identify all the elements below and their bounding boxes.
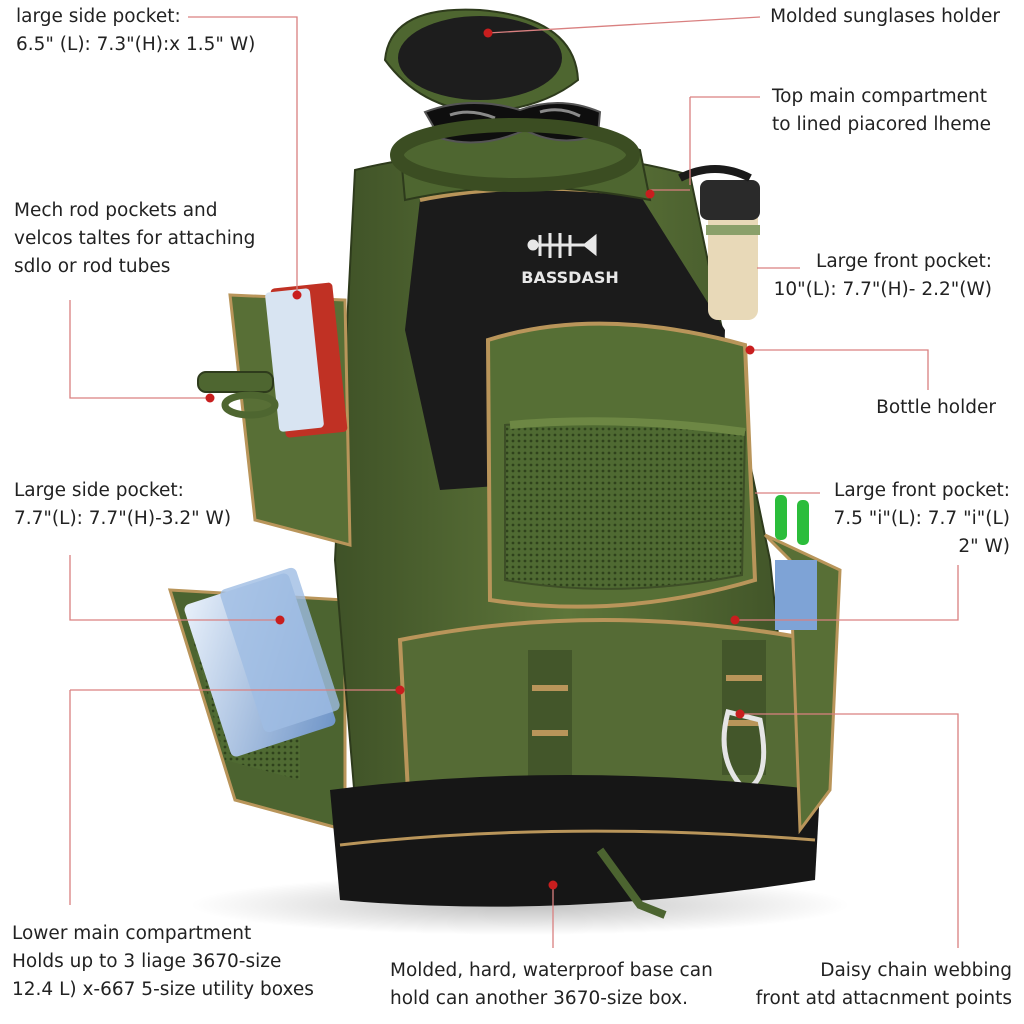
callout-line: 7.7"(L): 7.7"(H)-3.2" W): [14, 508, 232, 529]
brand-logo-text: BASSDASH: [521, 268, 618, 287]
callout-sunglasses-holder: Molded sunglases holder: [770, 3, 1000, 31]
callout-leaders: [69, 16, 959, 948]
callout-line: velcos taltes for attaching: [14, 228, 256, 249]
callout-line: 6.5" (L): 7.3"(H):x 1.5" W): [16, 34, 256, 55]
callout-line: Molded, hard, waterproof base can: [390, 960, 713, 981]
callout-line: 2" W): [958, 536, 1010, 557]
callout-line: Daisy chain webbing: [820, 960, 1012, 981]
fish-skeleton-icon: [527, 233, 597, 258]
callout-line: Lower main compartment: [12, 923, 252, 944]
callout-front-pocket-top: Large front pocket: 10"(L): 7.7"(H)- 2.2…: [774, 248, 992, 304]
callout-line: Top main compartment: [772, 86, 988, 107]
callout-line: front atd attacnment points: [755, 988, 1012, 1009]
callout-molded-base: Molded, hard, waterproof base can hold c…: [390, 957, 713, 1013]
right-side-pocket: [763, 495, 842, 835]
brand-logo: BASSDASH: [521, 233, 619, 287]
upper-front-pocket: [485, 321, 758, 609]
callout-line: Holds up to 3 liage 3670-size: [12, 951, 282, 972]
left-side-pocket-lower: [167, 567, 347, 832]
callout-line: Large front pocket:: [834, 480, 1010, 501]
left-side-pocket-upper: [197, 282, 352, 547]
callout-dots: [205, 28, 755, 890]
callout-line: Molded sunglases holder: [770, 6, 1000, 27]
callout-line: large side pocket:: [16, 6, 181, 27]
callout-line: Bottle holder: [876, 397, 996, 418]
backpack-body: BASSDASH: [330, 8, 820, 919]
callout-lower-main-compartment: Lower main compartment Holds up to 3 lia…: [12, 920, 314, 1004]
callout-line: to lined piacored lheme: [772, 114, 992, 135]
callout-line: hold can another 3670-size box.: [390, 988, 688, 1009]
callout-daisy-chain: Daisy chain webbing front atd attacnment…: [756, 957, 1012, 1013]
callout-line: 10"(L): 7.7"(H)- 2.2"(W): [773, 279, 992, 300]
callout-line: Mech rod pockets and: [14, 200, 218, 221]
water-bottle: [678, 165, 760, 320]
callout-line: Large front pocket:: [816, 251, 992, 272]
callout-line: sdlo or rod tubes: [14, 256, 171, 277]
callout-line: Large side pocket:: [14, 480, 184, 501]
callout-side-pocket-mid: Large side pocket: 7.7"(L): 7.7"(H)-3.2"…: [14, 477, 231, 533]
callout-front-pocket-mid: Large front pocket: 7.5 "i"(L): 7.7 "i"(…: [833, 477, 1010, 561]
callout-rod-pockets: Mech rod pockets and velcos taltes for a…: [14, 197, 255, 281]
callout-top-main-compartment: Top main compartment to lined piacored l…: [772, 83, 991, 139]
callout-side-pocket-top: large side pocket: 6.5" (L): 7.3"(H):x 1…: [16, 3, 255, 59]
callout-line: 7.5 "i"(L): 7.7 "i"(L): [833, 508, 1010, 529]
molded-base: [330, 775, 820, 919]
callout-line: 12.4 L) x-667 5-size utility boxes: [12, 979, 314, 1000]
callout-bottle-holder: Bottle holder: [876, 394, 996, 422]
